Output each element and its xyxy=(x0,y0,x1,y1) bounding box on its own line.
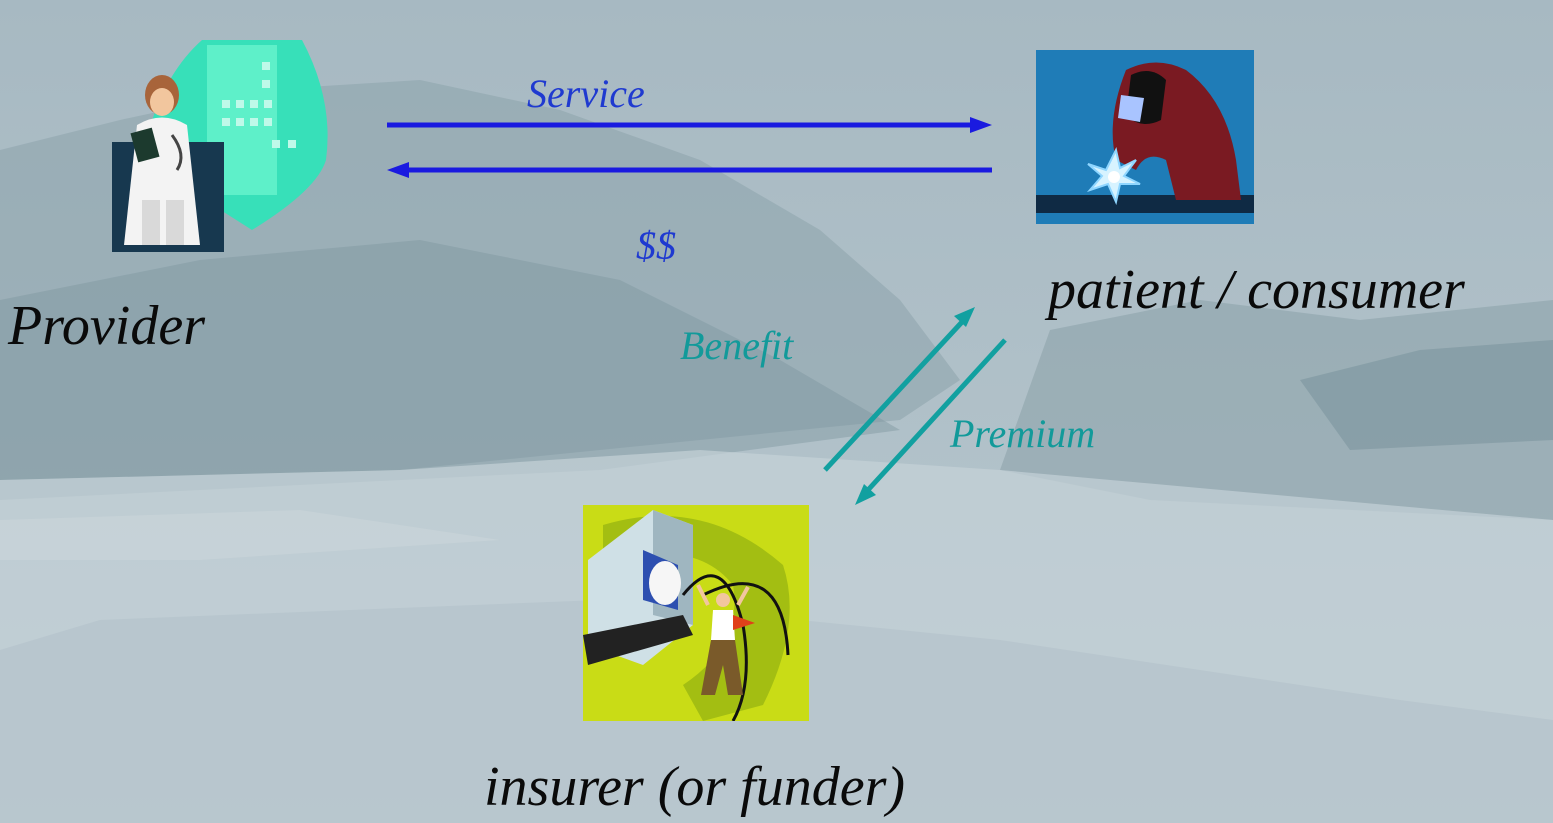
computer-worker-clipart-icon xyxy=(583,505,809,721)
insurer-label: insurer (or funder) xyxy=(484,756,906,818)
welder-clipart-icon xyxy=(1036,50,1254,224)
benefit-label: Benefit xyxy=(680,323,794,368)
service-label: Service xyxy=(527,71,645,116)
patient-label: patient / consumer xyxy=(1048,259,1465,321)
provider-label: Provider xyxy=(8,295,205,357)
premium-label: Premium xyxy=(950,411,1096,456)
doctor-hospital-clipart-icon xyxy=(112,40,328,252)
money-label: $$ xyxy=(636,223,676,268)
